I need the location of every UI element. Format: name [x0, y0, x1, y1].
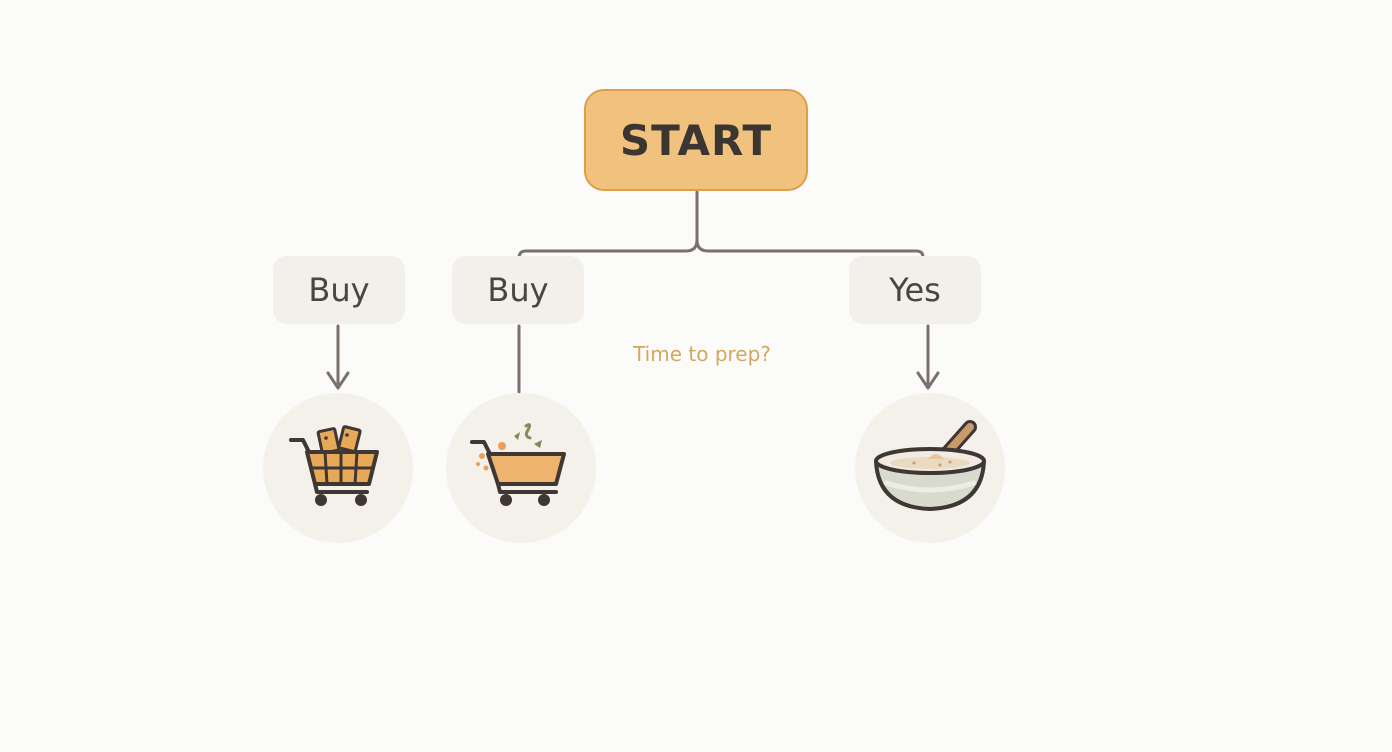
arrowhead-buy-1: [326, 371, 350, 390]
shopping-cart-produce-icon: [470, 423, 566, 506]
connector-start-trunk: [517, 190, 699, 260]
connector-start-right: [695, 238, 925, 259]
question-label: Time to prep?: [633, 342, 771, 366]
branch-label-yes: Yes: [849, 256, 981, 324]
start-node: START: [584, 89, 808, 191]
shopping-cart-full-icon: [289, 425, 379, 506]
branch-label-buy-2: Buy: [452, 256, 584, 324]
icon-circle-mixing-bowl: [855, 393, 1005, 543]
branch-label-buy-1: Buy: [273, 256, 405, 324]
mixing-bowl-icon: [874, 420, 986, 511]
arrowhead-yes: [916, 371, 940, 390]
icon-circle-cart-produce: [446, 393, 596, 543]
icon-circle-cart-boxes: [263, 393, 413, 543]
